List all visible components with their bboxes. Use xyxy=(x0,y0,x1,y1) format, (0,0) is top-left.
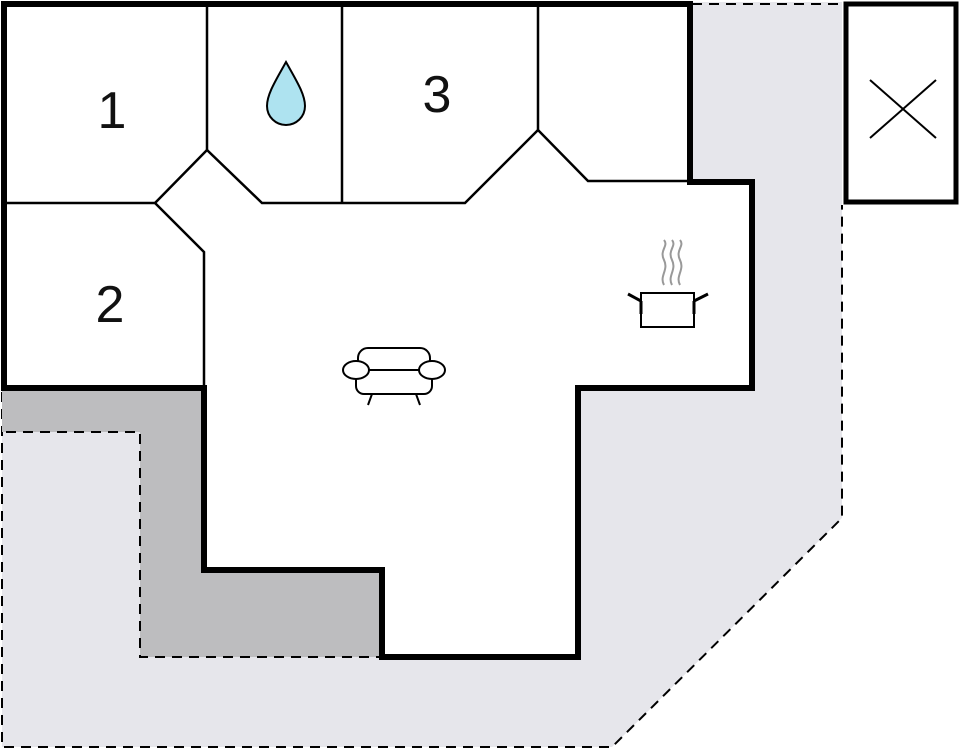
cooking-pot-icon xyxy=(627,239,709,328)
covered-terrace xyxy=(2,390,382,657)
interior-walls xyxy=(4,4,690,388)
outbuilding xyxy=(843,1,959,205)
terrace-area xyxy=(2,2,842,747)
exterior-walls xyxy=(1,1,755,660)
room-label-1: 1 xyxy=(98,82,127,140)
water-drop-icon xyxy=(265,59,307,127)
covered-terrace-boundary xyxy=(6,431,382,658)
steam xyxy=(661,239,683,286)
room-label-3: 3 xyxy=(423,66,452,124)
room-label-2: 2 xyxy=(96,276,125,334)
sofa-icon xyxy=(342,347,446,406)
cross-icon xyxy=(869,79,937,139)
